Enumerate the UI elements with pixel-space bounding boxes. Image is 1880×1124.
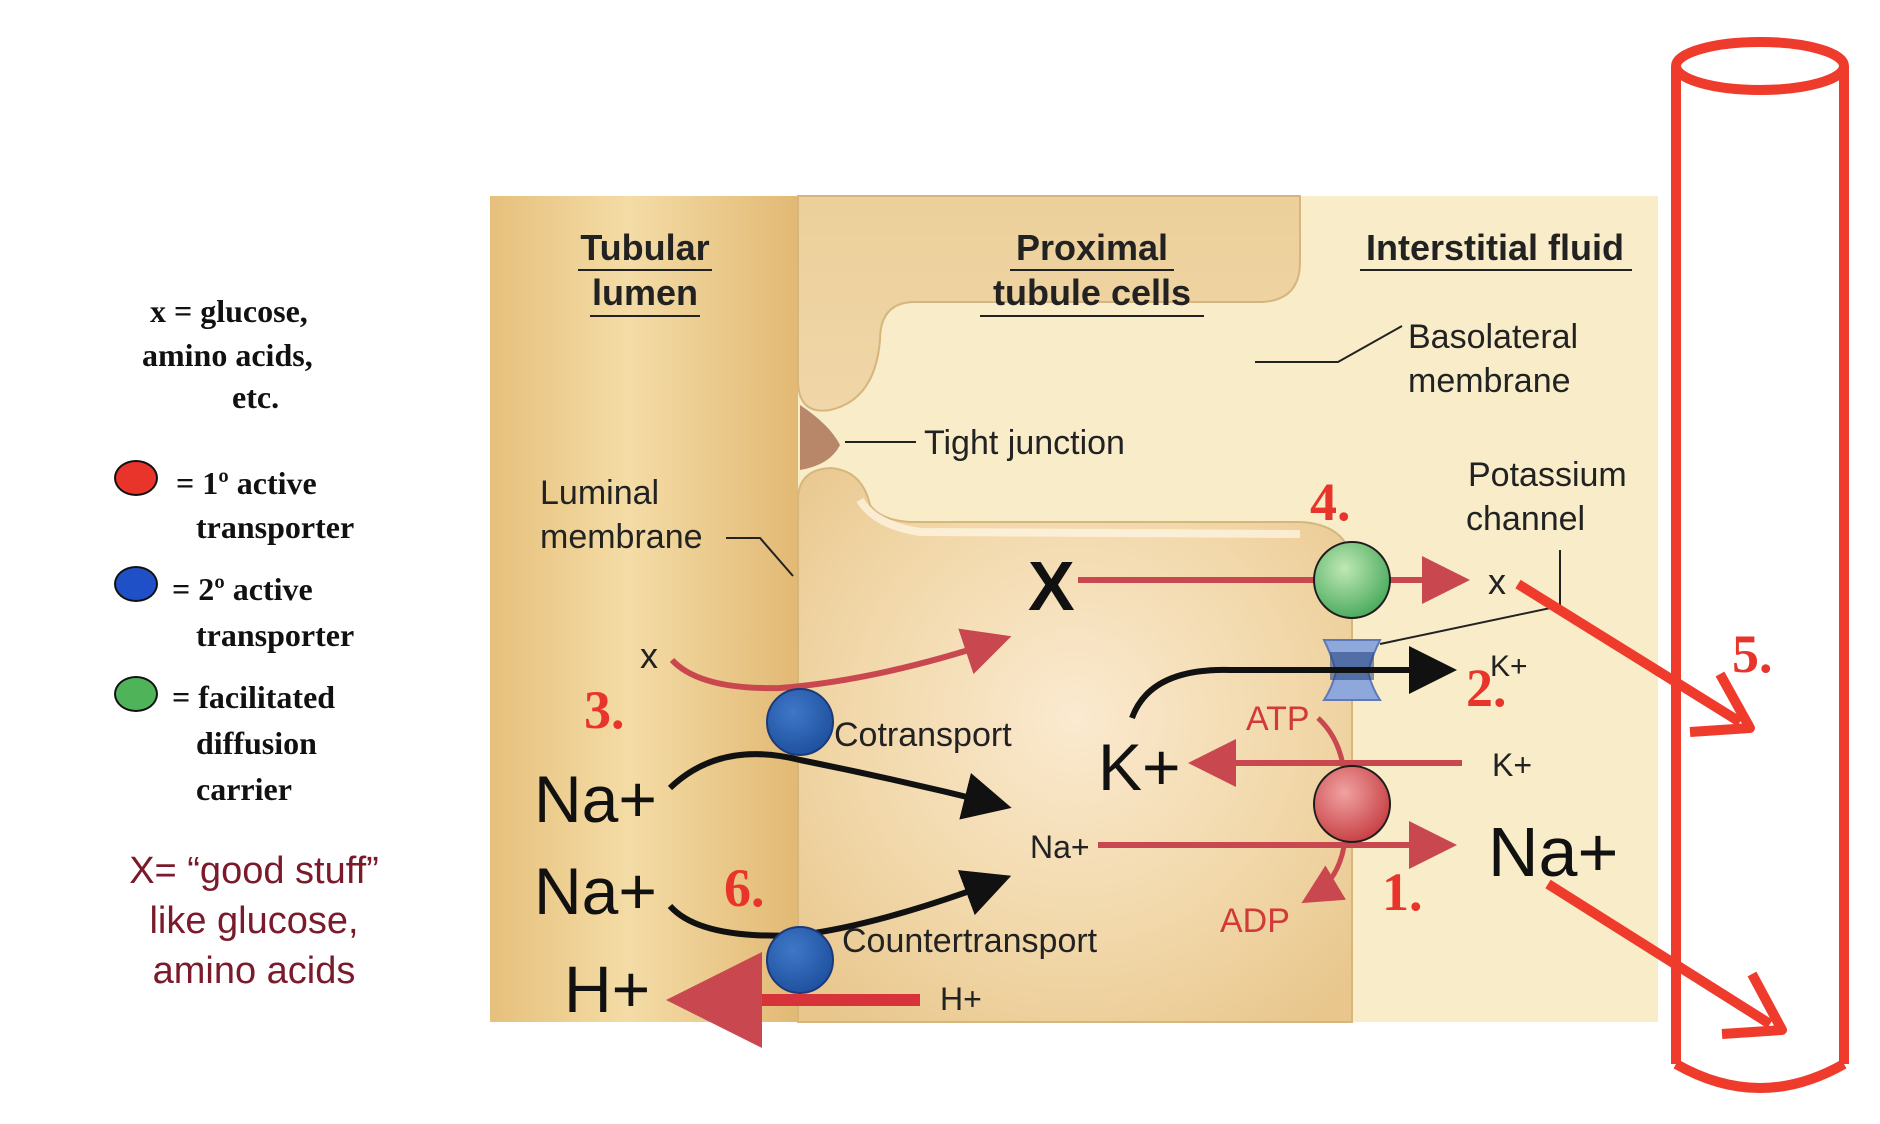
step-4-label: 4. bbox=[1310, 472, 1351, 532]
legend-primary-line1: = 1º active bbox=[176, 465, 317, 501]
species-k-cell: K+ bbox=[1098, 730, 1181, 804]
tubular-lumen-region bbox=[490, 196, 798, 1022]
step-2-label: 2. bbox=[1466, 658, 1507, 718]
step-1-label: 1. bbox=[1382, 862, 1423, 922]
species-na-interstitial: Na+ bbox=[1488, 813, 1618, 891]
cotransporter bbox=[766, 688, 834, 756]
legend-secondary-line1: = 2º active bbox=[172, 571, 313, 607]
x-to-blood-arrow bbox=[1515, 579, 1755, 737]
legend-facilitated-line2: diffusion bbox=[196, 725, 317, 761]
upper-tubule-cell bbox=[797, 195, 1301, 412]
species-x-interstitial: x bbox=[1488, 561, 1506, 602]
legend-secondary-line2: transporter bbox=[196, 617, 355, 653]
header-interstitial-fluid: Interstitial fluid bbox=[1366, 227, 1624, 268]
cotransport-label: Cotransport bbox=[834, 716, 1012, 754]
species-x-lumen: x bbox=[640, 635, 658, 676]
legend-x-definition-line2: amino acids, bbox=[142, 337, 313, 373]
legend-facilitated-line1: = facilitated bbox=[172, 679, 336, 715]
legend-x-definition-line3: etc. bbox=[232, 379, 280, 415]
potassium-channel-label-line2: channel bbox=[1466, 500, 1585, 538]
primary-active-transporter bbox=[1313, 765, 1391, 843]
na-to-blood-arrow bbox=[1545, 879, 1787, 1039]
legend-primary-line2: transporter bbox=[196, 509, 355, 545]
species-k-interstitial-top: K+ bbox=[1490, 650, 1528, 683]
main-tubule-cell bbox=[797, 466, 1353, 1023]
species-x-cell: X bbox=[1028, 547, 1075, 625]
species-h-lumen: H+ bbox=[564, 952, 650, 1026]
good-stuff-note-line2: like glucose, bbox=[149, 900, 359, 942]
species-h-cell: H+ bbox=[940, 981, 982, 1017]
basolateral-label-line1: Basolateral bbox=[1408, 318, 1578, 356]
species-na-lumen-2: Na+ bbox=[534, 854, 657, 928]
atp-label: ATP bbox=[1246, 700, 1310, 738]
species-k-interstitial-bottom: K+ bbox=[1492, 747, 1532, 783]
secondary-active-transporter-icon bbox=[114, 566, 158, 602]
step-5-label: 5. bbox=[1732, 624, 1773, 684]
species-na-lumen-1: Na+ bbox=[534, 762, 657, 836]
countertransporter bbox=[766, 926, 834, 994]
basolateral-label-line2: membrane bbox=[1408, 362, 1571, 400]
header-tubular-lumen-line1: Tubular bbox=[580, 227, 709, 268]
header-proximal-cells-line2: tubule cells bbox=[993, 272, 1191, 313]
step-3-label: 3. bbox=[584, 680, 625, 740]
good-stuff-note-line1: X= “good stuff” bbox=[129, 850, 379, 892]
step-6-label: 6. bbox=[724, 858, 765, 918]
good-stuff-note-line3: amino acids bbox=[152, 950, 356, 992]
potassium-channel-label-line1: Potassium bbox=[1468, 456, 1627, 494]
legend-x-definition-line1: x = glucose, bbox=[150, 293, 308, 329]
legend: x = glucose, amino acids, etc. = 1º acti… bbox=[0, 0, 480, 1124]
tight-junction-label: Tight junction bbox=[924, 424, 1125, 462]
blood-vessel bbox=[1671, 37, 1849, 1093]
facilitated-diffusion-carrier bbox=[1313, 541, 1391, 619]
species-na-cell: Na+ bbox=[1030, 829, 1090, 865]
luminal-label-line1: Luminal bbox=[540, 474, 659, 512]
header-proximal-cells-line1: Proximal bbox=[1016, 227, 1168, 268]
countertransport-label: Countertransport bbox=[842, 922, 1098, 960]
primary-active-transporter-icon bbox=[114, 460, 158, 496]
tight-junction bbox=[800, 405, 840, 470]
facilitated-diffusion-carrier-icon bbox=[114, 676, 158, 712]
luminal-label-line2: membrane bbox=[540, 518, 703, 556]
adp-label: ADP bbox=[1220, 902, 1290, 940]
header-tubular-lumen-line2: lumen bbox=[592, 272, 698, 313]
legend-facilitated-line3: carrier bbox=[196, 771, 292, 807]
